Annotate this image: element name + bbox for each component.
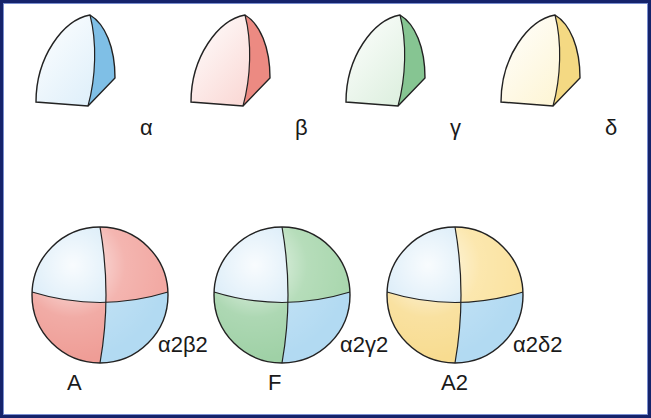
- haemoglobin-type: A: [67, 371, 82, 395]
- subunit-wedge: γ: [343, 12, 433, 112]
- subunit-wedge: β: [188, 12, 278, 112]
- wedge-shape: [188, 12, 278, 112]
- tetramer-sphere: α2β2A: [30, 225, 170, 365]
- chain-label: α: [140, 116, 153, 140]
- subunit-wedge: α: [33, 12, 123, 112]
- tetramer-sphere: α2δ2A2: [385, 225, 525, 365]
- chain-label: δ: [605, 116, 617, 140]
- haemoglobin-type: A2: [441, 371, 468, 395]
- sphere-shape: [212, 225, 352, 365]
- chain-label: γ: [450, 116, 461, 140]
- sphere-shape: [385, 225, 525, 365]
- tetramer-sphere: α2γ2F: [212, 225, 352, 365]
- chain-label: β: [295, 116, 308, 140]
- chain-formula: α2δ2: [513, 333, 562, 357]
- chain-formula: α2β2: [158, 333, 208, 357]
- subunit-wedge: δ: [498, 12, 588, 112]
- wedge-shape: [33, 12, 123, 112]
- sphere-shape: [30, 225, 170, 365]
- haemoglobin-type: F: [268, 371, 281, 395]
- chain-formula: α2γ2: [340, 333, 388, 357]
- wedge-shape: [343, 12, 433, 112]
- wedge-shape: [498, 12, 588, 112]
